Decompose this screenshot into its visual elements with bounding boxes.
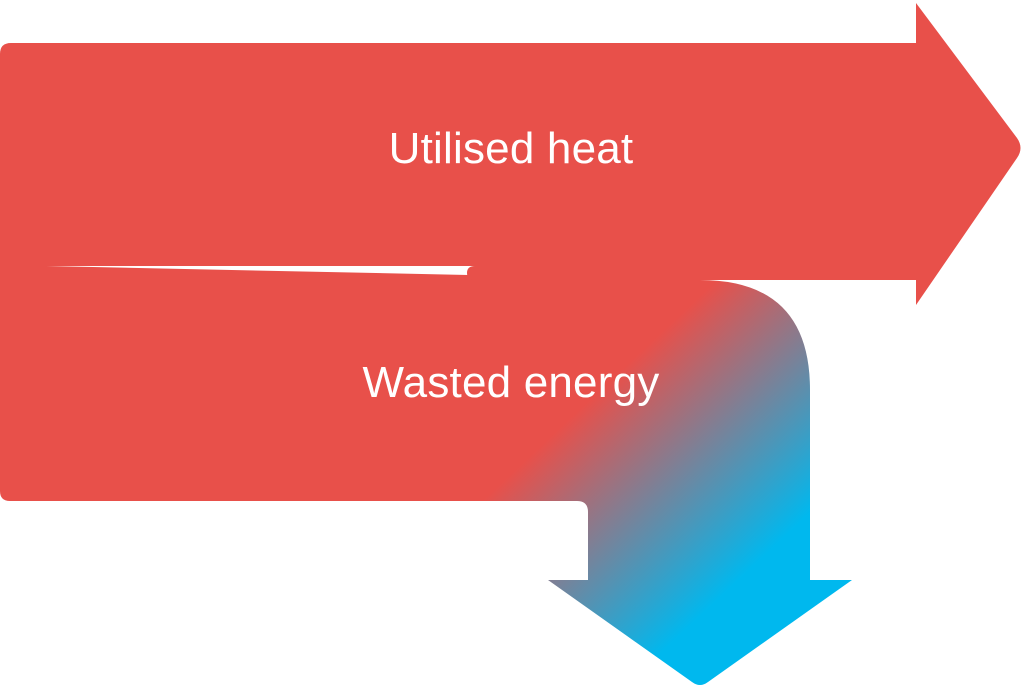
- utilised-heat-arrow: [0, 3, 1021, 305]
- utilised-heat-label: Utilised heat: [388, 124, 634, 173]
- wasted-energy-label: Wasted energy: [362, 358, 660, 407]
- wasted-energy-arrow: [0, 265, 852, 685]
